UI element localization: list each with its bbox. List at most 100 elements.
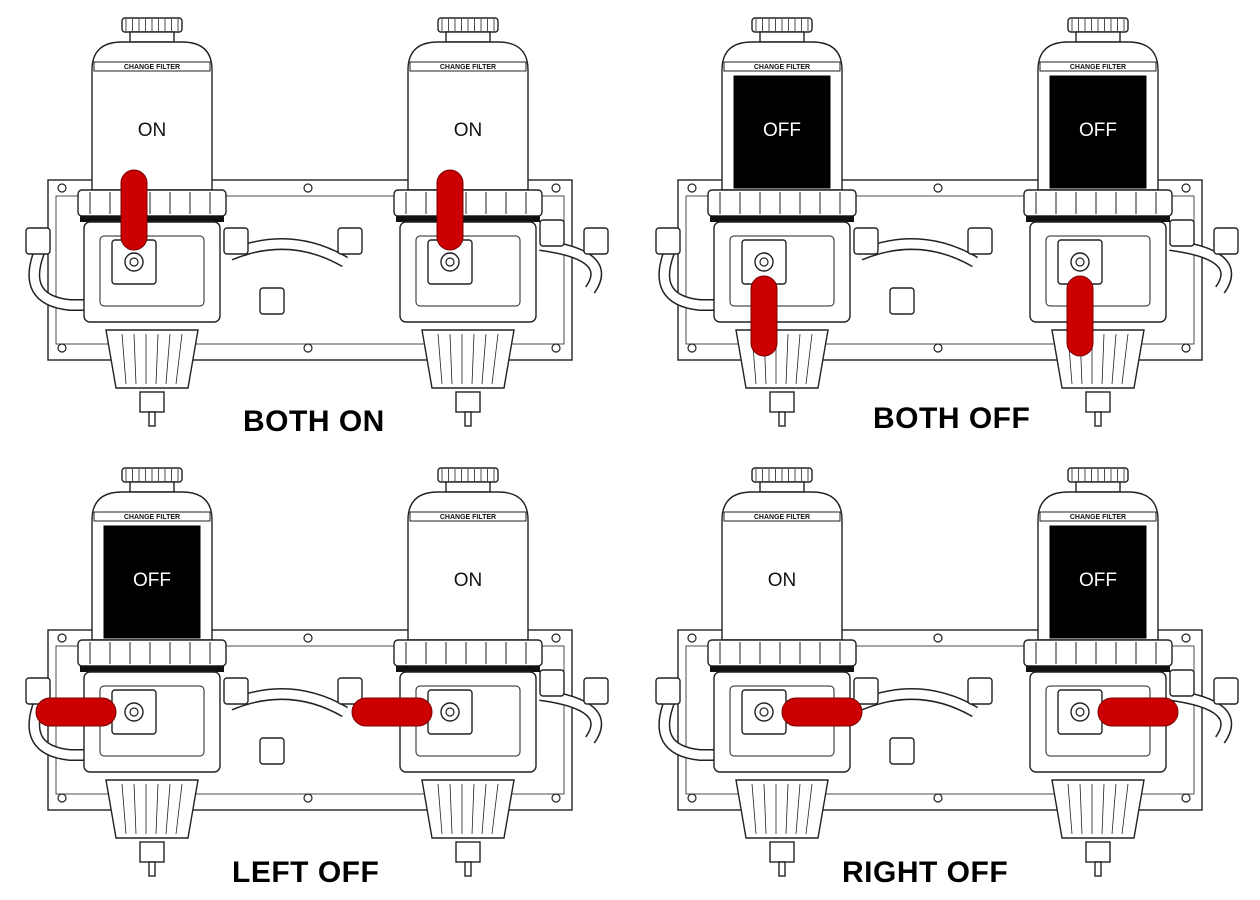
drain-valve bbox=[139, 841, 165, 863]
filter-cap-neck bbox=[129, 481, 175, 493]
filter-state-label: ON bbox=[768, 570, 797, 591]
hose-fitting bbox=[853, 677, 879, 705]
mounting-hole bbox=[687, 793, 697, 803]
filter-head-inner bbox=[415, 235, 521, 307]
filter-state-label: OFF bbox=[1079, 120, 1117, 141]
mounting-hole bbox=[933, 633, 943, 643]
hose-fitting bbox=[539, 669, 565, 697]
drain-tip bbox=[464, 861, 472, 877]
mounting-hole bbox=[303, 633, 313, 643]
drain-tip bbox=[148, 861, 156, 877]
drain-tip bbox=[1094, 861, 1102, 877]
filter-state-label: OFF bbox=[1079, 570, 1117, 591]
filter-seal bbox=[710, 666, 854, 672]
mounting-hole bbox=[933, 793, 943, 803]
drain-valve bbox=[455, 841, 481, 863]
hose-fitting bbox=[223, 227, 249, 255]
filter-element-off bbox=[1049, 525, 1147, 639]
filter-collar bbox=[1023, 639, 1173, 667]
filter-element-on bbox=[420, 76, 516, 188]
filter-band bbox=[1039, 511, 1157, 522]
filter-band bbox=[1039, 61, 1157, 72]
filter-collar bbox=[77, 189, 227, 217]
valve-stem bbox=[124, 252, 144, 272]
filter-element-off bbox=[733, 75, 831, 189]
drain-valve bbox=[769, 391, 795, 413]
drain-valve bbox=[1085, 391, 1111, 413]
assembly: CHANGE FILTER OFF CHANGE FILTER ON bbox=[25, 467, 609, 877]
mounting-hole bbox=[551, 343, 561, 353]
valve-handle bbox=[120, 169, 148, 251]
filter-cap-neck bbox=[759, 481, 805, 493]
hose-fitting bbox=[1169, 219, 1195, 247]
filter-cap-neck bbox=[129, 31, 175, 43]
valve-stem bbox=[440, 702, 460, 722]
filter-head-inner bbox=[1045, 235, 1151, 307]
filter-band-label: CHANGE FILTER bbox=[440, 514, 496, 521]
filter-seal bbox=[710, 216, 854, 222]
mounting-hole bbox=[303, 793, 313, 803]
filter-element-off bbox=[1049, 75, 1147, 189]
filter-band-label: CHANGE FILTER bbox=[440, 64, 496, 71]
valve-handle bbox=[750, 275, 778, 357]
mounting-hole bbox=[551, 183, 561, 193]
hose-fitting bbox=[889, 737, 915, 765]
hose-fitting bbox=[967, 677, 993, 705]
mounting-hole bbox=[933, 183, 943, 193]
panel-left-off: CHANGE FILTER OFF CHANGE FILTER ON LEFT OFF bbox=[0, 450, 630, 900]
drain-bowl bbox=[735, 779, 829, 839]
valve-handle bbox=[1097, 697, 1179, 727]
mounting-hole bbox=[1181, 183, 1191, 193]
hose-fitting bbox=[539, 219, 565, 247]
valve-handle bbox=[1066, 275, 1094, 357]
hose-fitting bbox=[1213, 677, 1239, 705]
filter-element-on bbox=[734, 526, 830, 638]
filter-collar bbox=[77, 639, 227, 667]
filter-cap-neck bbox=[759, 31, 805, 43]
filter-band-label: CHANGE FILTER bbox=[754, 64, 810, 71]
drain-bowl bbox=[421, 329, 515, 389]
filter-band-label: CHANGE FILTER bbox=[124, 514, 180, 521]
filter-element-on bbox=[104, 76, 200, 188]
hose-fitting bbox=[889, 287, 915, 315]
filter-band-label: CHANGE FILTER bbox=[754, 514, 810, 521]
mounting-hole bbox=[1181, 343, 1191, 353]
mounting-hole bbox=[57, 633, 67, 643]
filter-cap-neck bbox=[445, 31, 491, 43]
filter-band bbox=[409, 511, 527, 522]
drain-bowl bbox=[1051, 779, 1145, 839]
mounting-hole bbox=[687, 183, 697, 193]
hose-fitting bbox=[259, 287, 285, 315]
filter-collar bbox=[707, 189, 857, 217]
caption-both-on: BOTH ON bbox=[243, 405, 385, 438]
filter-state-label: OFF bbox=[133, 570, 171, 591]
hose-fitting bbox=[1169, 669, 1195, 697]
mounting-hole bbox=[1181, 793, 1191, 803]
hose-fitting bbox=[1213, 227, 1239, 255]
filter-state-label: ON bbox=[454, 570, 483, 591]
filter-assembly-diagram: CHANGE FILTER OFF CHANGE FILTER ON bbox=[25, 467, 609, 877]
hose-fitting bbox=[25, 227, 51, 255]
caption-right-off: RIGHT OFF bbox=[842, 856, 1009, 889]
drain-bowl bbox=[735, 329, 829, 389]
hose-fitting bbox=[259, 737, 285, 765]
drain-tip bbox=[778, 861, 786, 877]
drain-valve bbox=[769, 841, 795, 863]
valve-stem bbox=[440, 252, 460, 272]
valve-stem bbox=[1070, 702, 1090, 722]
hose-fitting bbox=[655, 227, 681, 255]
filter-band bbox=[723, 61, 841, 72]
drain-tip bbox=[1094, 411, 1102, 427]
filter-band bbox=[93, 61, 211, 72]
filter-collar bbox=[707, 639, 857, 667]
hose-fitting bbox=[583, 227, 609, 255]
caption-left-off: LEFT OFF bbox=[232, 856, 380, 889]
filter-seal bbox=[1026, 666, 1170, 672]
mounting-hole bbox=[687, 633, 697, 643]
drain-bowl bbox=[421, 779, 515, 839]
valve-stem bbox=[754, 252, 774, 272]
